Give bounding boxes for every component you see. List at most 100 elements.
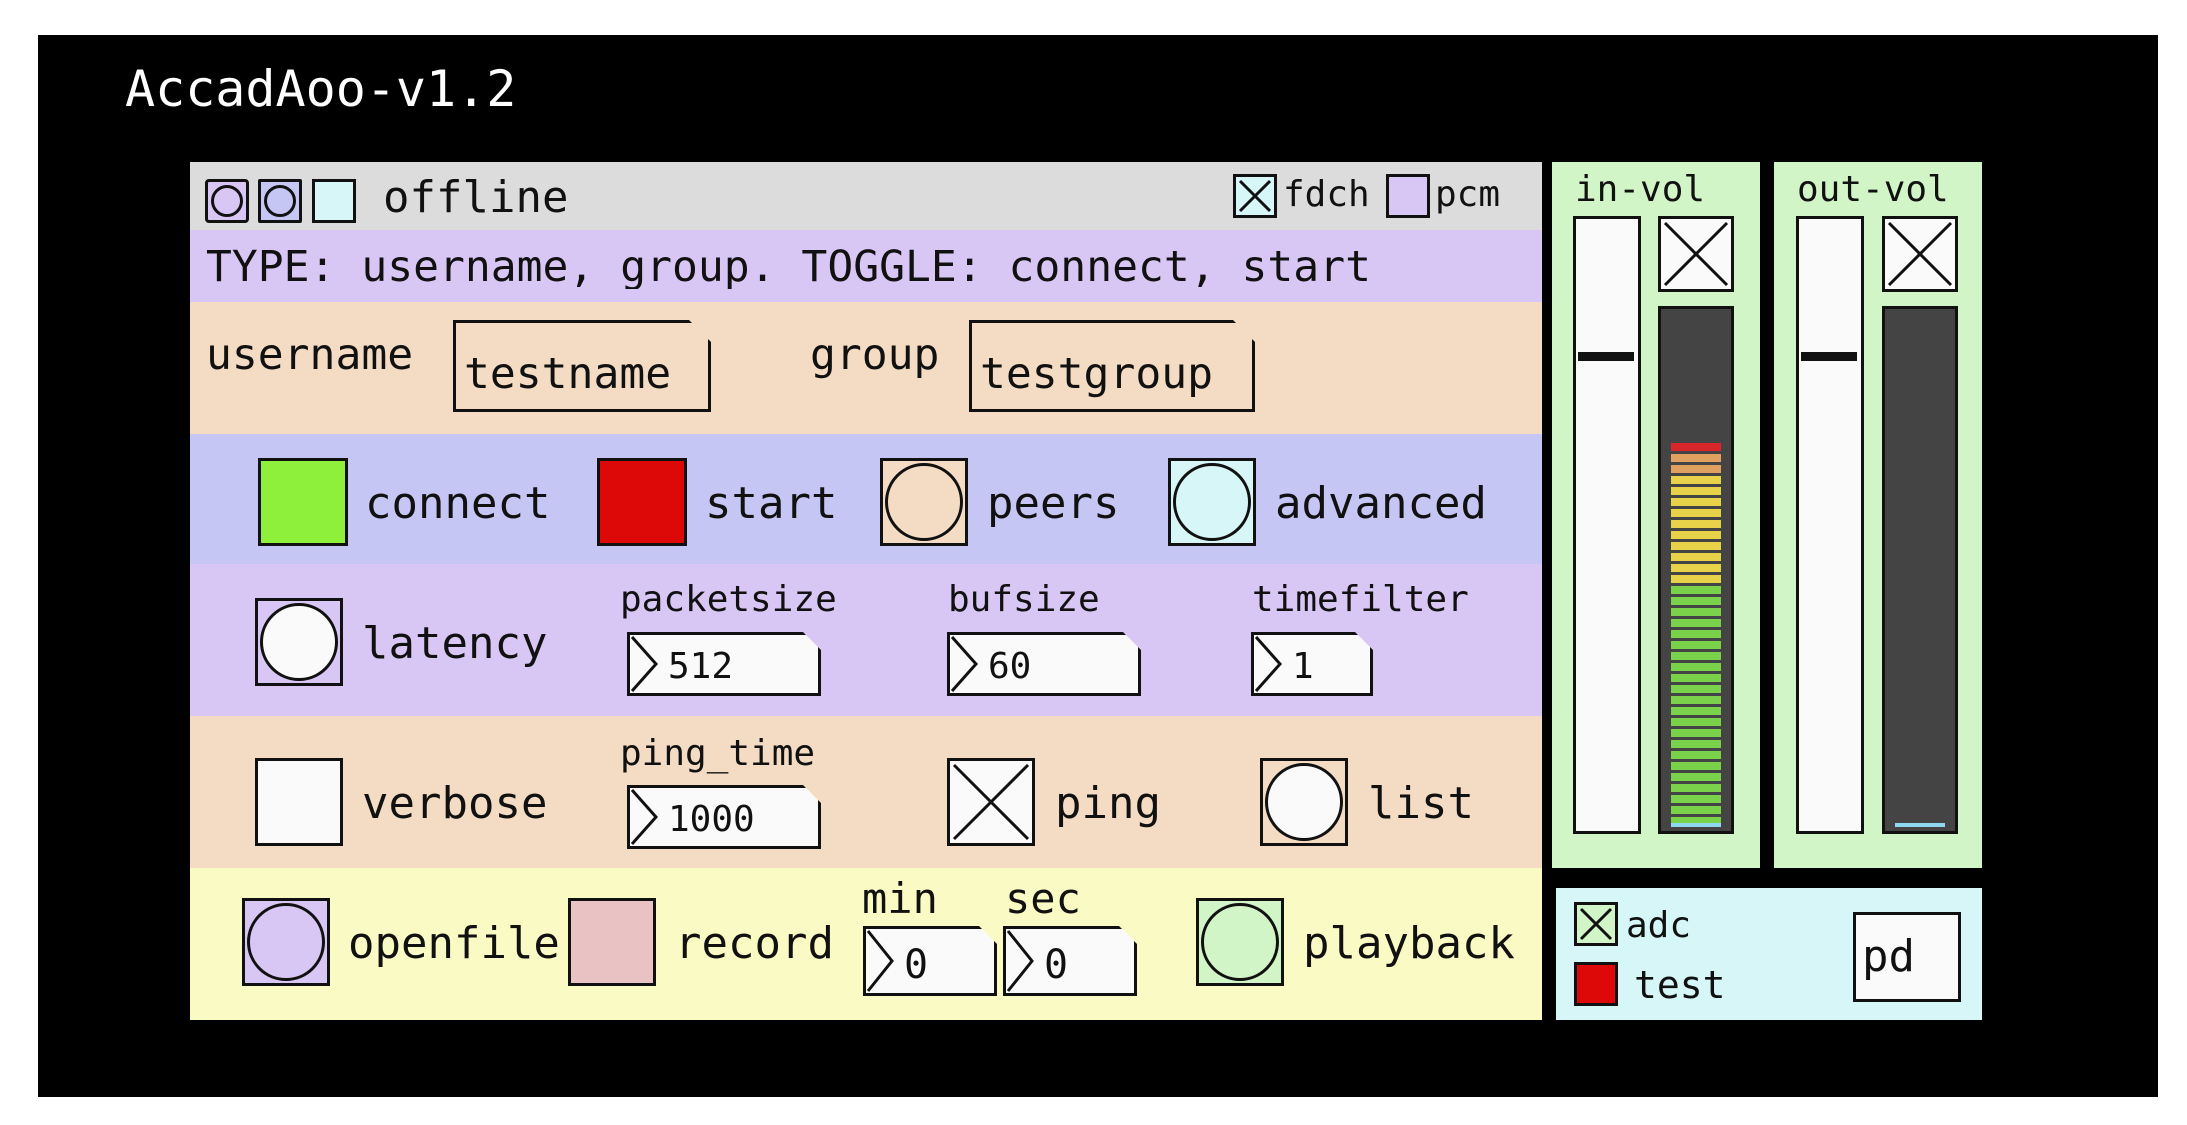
openfile-button[interactable] (242, 898, 330, 986)
timefilter-label: timefilter (1252, 579, 1469, 620)
min-value: 0 (904, 942, 929, 988)
meter-segment (1671, 762, 1721, 770)
meter-segment (1671, 443, 1721, 451)
circle-bang-icon (885, 463, 963, 541)
meter-segment (1671, 586, 1721, 594)
status-circle-toggle-2[interactable] (258, 179, 302, 223)
playback-label: playback (1303, 918, 1515, 969)
min-label: min (862, 874, 938, 923)
peers-button[interactable] (880, 458, 968, 546)
app-title: AccadAoo-v1.2 (125, 60, 517, 118)
sec-number[interactable]: 0 (1003, 926, 1137, 996)
x-mark-icon (1579, 907, 1613, 941)
advanced-label: advanced (1275, 478, 1487, 529)
username-label: username (206, 330, 414, 380)
start-toggle[interactable] (597, 458, 687, 546)
connect-label: connect (365, 478, 551, 529)
out-vol-meter (1882, 306, 1958, 834)
in-vol-mute-toggle[interactable] (1658, 216, 1734, 292)
pd-button[interactable]: pd (1853, 912, 1961, 1002)
verbose-label: verbose (362, 778, 548, 829)
meter-segment (1671, 751, 1721, 759)
adc-label: adc (1626, 905, 1692, 946)
timefilter-number[interactable]: 1 (1251, 632, 1373, 696)
record-label: record (675, 918, 834, 969)
meter-segment (1671, 619, 1721, 627)
meter-segment (1671, 663, 1721, 671)
right-triangle-icon (1254, 635, 1282, 693)
verbose-toggle[interactable] (255, 758, 343, 846)
in-vol-label: in-vol (1575, 169, 1706, 210)
meter-segment (1671, 696, 1721, 704)
circle-toggle-icon (211, 185, 243, 217)
right-triangle-icon (630, 788, 658, 846)
ping-time-label: ping_time (620, 733, 816, 774)
packetsize-value: 512 (668, 646, 734, 687)
meter-segment (1671, 542, 1721, 550)
in-vol-meter (1658, 306, 1734, 834)
openfile-label: openfile (348, 918, 560, 969)
min-number[interactable]: 0 (863, 926, 997, 996)
ping-time-number[interactable]: 1000 (627, 785, 821, 849)
username-value: testname (464, 349, 672, 399)
meter-segment (1671, 509, 1721, 517)
pd-label: pd (1862, 931, 1915, 982)
right-triangle-icon (630, 635, 658, 693)
ping-label: ping (1055, 778, 1161, 829)
connect-toggle[interactable] (258, 458, 348, 546)
meter-segment (1671, 641, 1721, 649)
meter-segment (1671, 652, 1721, 660)
test-toggle[interactable] (1574, 962, 1618, 1006)
fdch-checkbox[interactable] (1233, 174, 1277, 218)
out-vol-mute-toggle[interactable] (1882, 216, 1958, 292)
connection-status: offline (383, 172, 569, 223)
packetsize-number[interactable]: 512 (627, 632, 821, 696)
ping-toggle[interactable] (947, 758, 1035, 846)
status-square-toggle[interactable] (312, 179, 356, 223)
circle-bang-icon (260, 603, 338, 681)
slider-knob[interactable] (1578, 352, 1634, 361)
playback-button[interactable] (1196, 898, 1284, 986)
list-button[interactable] (1260, 758, 1348, 846)
advanced-button[interactable] (1168, 458, 1256, 546)
bufsize-label: bufsize (948, 579, 1100, 620)
group-input[interactable]: testgroup (969, 320, 1255, 412)
meter-segment (1671, 707, 1721, 715)
circle-bang-icon (1265, 763, 1343, 841)
meter-baseline (1671, 823, 1721, 827)
timefilter-value: 1 (1292, 646, 1314, 687)
start-label: start (705, 478, 838, 529)
ping-time-value: 1000 (668, 799, 755, 840)
group-label: group (810, 330, 940, 380)
meter-segment (1671, 476, 1721, 484)
sec-label: sec (1005, 874, 1081, 923)
meter-segment (1671, 597, 1721, 605)
login-band (190, 302, 1542, 434)
meter-segment (1671, 674, 1721, 682)
list-label: list (1368, 778, 1474, 829)
status-bar (190, 162, 1542, 230)
out-vol-slider[interactable] (1796, 216, 1864, 834)
in-vol-slider[interactable] (1573, 216, 1641, 834)
packetsize-label: packetsize (620, 579, 837, 620)
username-input[interactable]: testname (453, 320, 711, 412)
adc-checkbox[interactable] (1574, 902, 1618, 946)
out-vol-label: out-vol (1797, 169, 1949, 210)
meter-segment (1671, 773, 1721, 781)
instruction-text: TYPE: username, group. TOGGLE: connect, … (206, 246, 1371, 289)
fdch-label: fdch (1283, 174, 1370, 215)
sec-value: 0 (1044, 942, 1069, 988)
pcm-checkbox[interactable] (1386, 174, 1430, 218)
x-mark-icon (952, 763, 1030, 841)
slider-knob[interactable] (1801, 352, 1857, 361)
peers-label: peers (987, 478, 1120, 529)
record-toggle[interactable] (568, 898, 656, 986)
bufsize-value: 60 (988, 646, 1032, 687)
bufsize-number[interactable]: 60 (947, 632, 1141, 696)
latency-button[interactable] (255, 598, 343, 686)
meter-segment (1671, 806, 1721, 814)
status-circle-toggle-1[interactable] (205, 179, 249, 223)
meter-segment (1671, 564, 1721, 572)
meter-segment (1671, 685, 1721, 693)
meter-segment (1671, 575, 1721, 583)
